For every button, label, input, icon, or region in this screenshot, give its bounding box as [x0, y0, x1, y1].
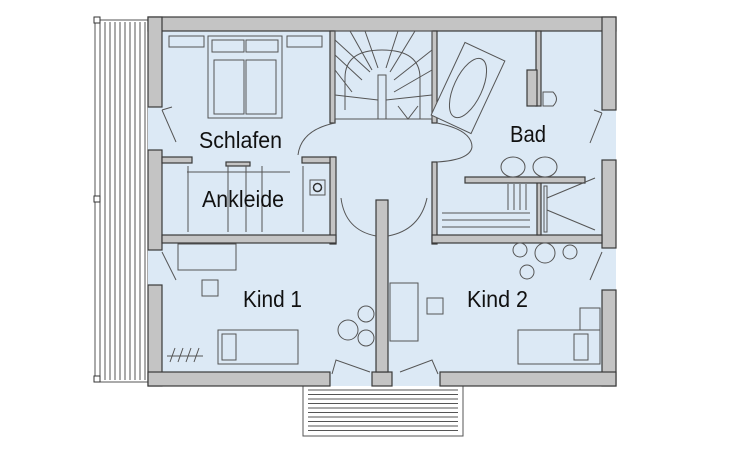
- staircase: [334, 30, 433, 120]
- bathtub: [430, 41, 506, 135]
- stair-tread: [334, 39, 371, 73]
- desk: [177, 243, 237, 271]
- bed: [517, 307, 601, 365]
- sinks: [500, 156, 558, 178]
- room-label-kind-2: Kind 2: [467, 286, 528, 312]
- washing-machine-icon: [309, 179, 326, 196]
- double-bed: [207, 35, 283, 119]
- nightstand: [168, 35, 205, 48]
- round-tables: [512, 242, 578, 280]
- desk: [389, 282, 419, 342]
- toilet: [542, 91, 557, 107]
- wardrobe: [187, 166, 304, 232]
- stair-tread: [334, 69, 353, 93]
- nightstand: [286, 35, 323, 48]
- stair-tread: [393, 49, 433, 81]
- bed: [217, 329, 299, 365]
- stair-tread: [389, 30, 416, 73]
- room-label-ankleide: Ankleide: [202, 186, 284, 212]
- stair-tread: [334, 54, 363, 81]
- chair: [201, 279, 219, 297]
- inner-walls: [161, 30, 603, 373]
- stair-tread: [364, 30, 379, 69]
- coat-rack: [167, 347, 203, 363]
- doors: [161, 106, 603, 375]
- outer-walls: [147, 16, 617, 387]
- bottom-balcony: [302, 383, 464, 437]
- left-balcony: [93, 16, 149, 383]
- stair-tread: [349, 30, 373, 71]
- round-tables: [337, 305, 375, 347]
- stair-tread: [385, 94, 433, 101]
- room-label-schlafen: Schlafen: [199, 127, 282, 153]
- room-label-kind-1: Kind 1: [243, 286, 302, 312]
- stair-tread: [334, 94, 379, 101]
- stair-tread: [385, 30, 399, 69]
- stair-tread: [393, 69, 433, 93]
- room-label-bad: Bad: [510, 121, 546, 147]
- sauna: [442, 177, 596, 233]
- chair: [426, 297, 444, 315]
